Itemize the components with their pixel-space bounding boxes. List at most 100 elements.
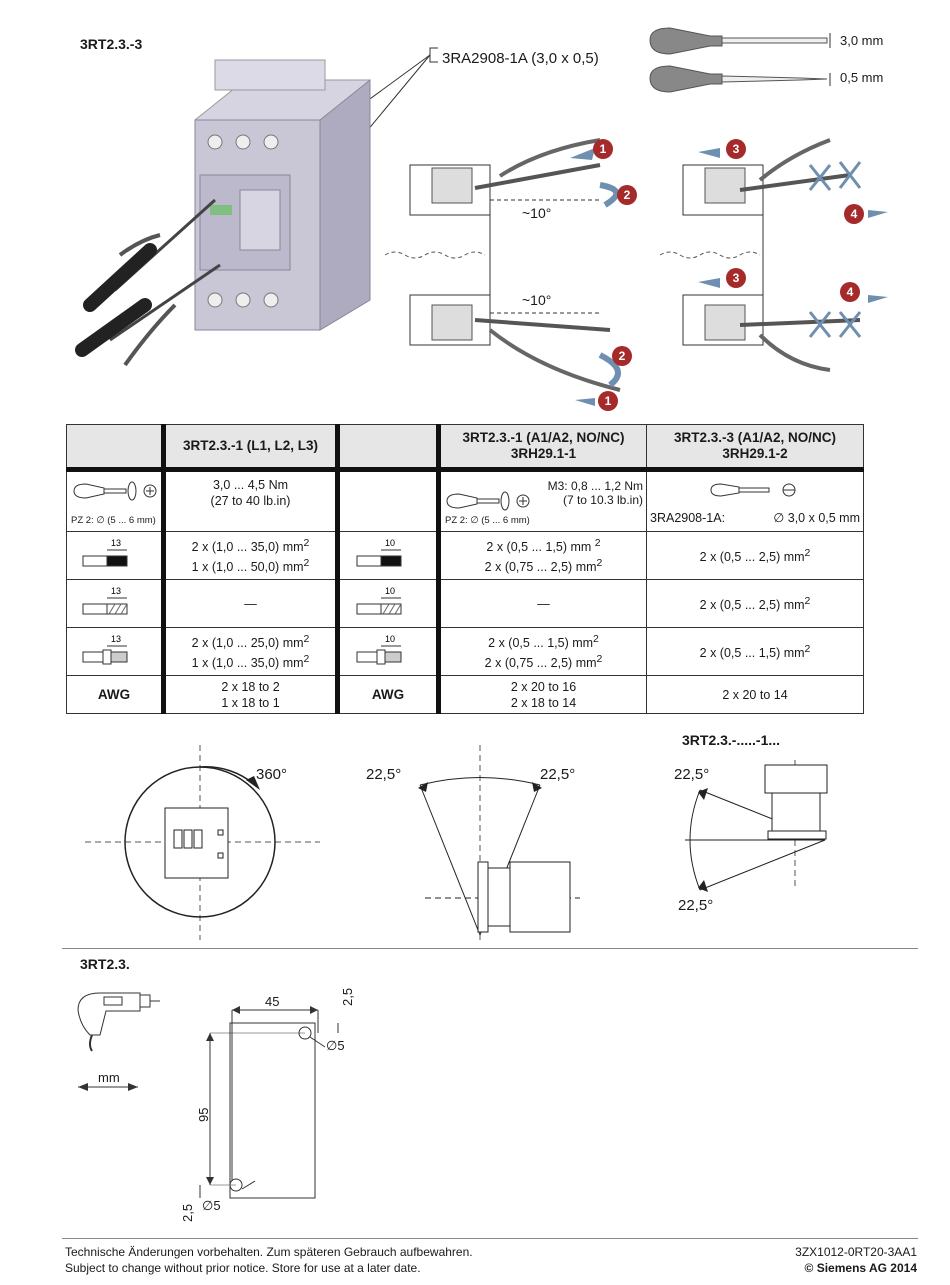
sup-mm2: 2: [303, 538, 310, 550]
table-row-awg: AWG 2 x 18 to 2 1 x 18 to 1 AWG 2 x 20 t…: [66, 675, 864, 714]
strip-length-aux-2: 10: [385, 586, 395, 596]
strip-length-main-1: 13: [111, 538, 121, 548]
finestrand-icon-aux: 10: [335, 579, 439, 628]
ferrule-wire-icon-aux: 10: [356, 634, 402, 664]
drilling-template: [199, 1006, 339, 1199]
solid-main: 2 x (1,0 ... 35,0) mm2 1 x (1,0 ... 50,0…: [161, 531, 338, 580]
tool-reference: 3RA2908-1A (3,0 x 0,5): [442, 50, 599, 67]
tilt-angle-top: ~10°: [522, 205, 552, 221]
finestrand-spring: 2 x (0,5 ... 2,5) mm2: [646, 579, 864, 628]
screwdriver-left-upper: [83, 198, 217, 312]
ferrule-spring-value: 2 x (0,5 ... 1,5) mm: [699, 646, 805, 661]
document-number: 3ZX1012-0RT20-3AA1: [795, 1245, 917, 1259]
finestrand-icon-main: 13: [66, 579, 164, 628]
solid-wire-icon-aux: 10: [356, 538, 402, 566]
awg-main-1: 2 x 18 to 2: [221, 679, 280, 694]
tilt-sideways-diagram: [418, 745, 580, 940]
ferrule-spring: 2 x (0,5 ... 1,5) mm2: [646, 627, 864, 676]
phillips-screwdriver-icon-aux: [446, 491, 530, 511]
hole-bottom-dimension: ∅5: [202, 1198, 221, 1213]
step-badge-4-top: 4: [844, 204, 864, 224]
awg-aux: 2 x 20 to 16 2 x 18 to 14: [436, 675, 647, 714]
terminal-detail-remove-bottom: [682, 294, 861, 372]
solid-main-2: 1 x (1,0 ... 50,0) mm: [191, 559, 304, 574]
model-title-top: 3RT2.3.-3: [80, 36, 143, 52]
torque-spring: 3RA2908-1A: ∅ 3,0 x 0,5 mm: [646, 469, 864, 532]
solid-aux-1: 2 x (0,5 ... 1,5) mm: [486, 540, 592, 555]
header-aux-spring-line1: 3RT2.3.-3 (A1/A2, NO/NC): [673, 430, 837, 445]
top-offset-dimension: 2,5: [340, 987, 355, 1006]
footer-right: 3ZX1012-0RT20-3AA1 © Siemens AG 2014: [795, 1244, 917, 1276]
torque-aux-lbin: (7 to 10.3 lb.in): [562, 492, 643, 507]
tilt-right-label: 22,5°: [540, 766, 576, 783]
solid-main-1: 2 x (1,0 ... 35,0) mm: [191, 540, 304, 555]
mounting-position-diagrams: [85, 745, 828, 940]
awg-label-aux: AWG: [335, 675, 439, 714]
torque-aux: M3: 0,8 ... 1,2 Nm (7 to 10.3 lb.in) PZ …: [436, 469, 647, 532]
motion-arrows: [570, 148, 888, 406]
blade-thickness-label: 0,5 mm: [840, 70, 884, 85]
spring-tool-ref: 3RA2908-1A:: [650, 510, 726, 525]
header-blank-1: [66, 424, 164, 472]
bottom-offset-dimension: 2,5: [180, 1203, 195, 1222]
step-badge-1-bottom: 1: [598, 391, 618, 411]
solid-wire-icon: 13: [82, 538, 128, 566]
awg-label-main: AWG: [66, 675, 164, 714]
awg-aux-1: 2 x 20 to 16: [510, 679, 577, 694]
torque-main-lbin: (27 to 40 lb.in): [210, 493, 291, 508]
solid-conductor-icon-main: 13: [66, 531, 164, 580]
sup-mm2: 2: [596, 557, 603, 569]
ferrule-main-2: 1 x (1,0 ... 35,0) mm: [191, 655, 304, 670]
ferrule-main: 2 x (1,0 ... 25,0) mm2 1 x (1,0 ... 35,0…: [161, 627, 338, 676]
model-title-drilling: 3RT2.3.: [80, 956, 130, 972]
strip-length-aux-3: 10: [385, 634, 395, 644]
sup-mm2: 2: [303, 653, 310, 665]
terminal-detail-insert-top: [409, 138, 601, 216]
strip-length-main-3: 13: [111, 634, 121, 644]
torque-main: 3,0 ... 4,5 Nm (27 to 40 lb.in): [161, 469, 338, 532]
tilt-up-label: 22,5°: [674, 766, 710, 783]
ferrule-aux: 2 x (0,5 ... 1,5) mm2 2 x (0,75 ... 2,5)…: [436, 627, 647, 676]
table-row-ferrule: 13 2 x (1,0 ... 25,0) mm2 1 x (1,0 ... 3…: [66, 627, 864, 676]
torque-blank: [335, 469, 439, 532]
screwdriver-blade-thickness-icon: [649, 65, 831, 93]
ferrule-main-1: 2 x (1,0 ... 25,0) mm: [191, 636, 304, 651]
finestrand-main: —: [161, 579, 338, 628]
ferrule-icon-aux: 10: [335, 627, 439, 676]
section-divider: [62, 948, 918, 949]
finestrand-aux: —: [436, 579, 647, 628]
torque-main-nm: 3,0 ... 4,5 Nm: [212, 477, 289, 492]
stranded-wire-icon: 13: [82, 586, 128, 614]
strip-length-main-2: 13: [111, 586, 121, 596]
table-row-solid: 13 2 x (1,0 ... 35,0) mm2 1 x (1,0 ... 5…: [66, 531, 864, 580]
header-aux-screw: 3RT2.3.-1 (A1/A2, NO/NC) 3RH29.1-1: [436, 424, 647, 472]
sup-mm2: 2: [804, 547, 811, 559]
header-aux-screw-line1: 3RT2.3.-1 (A1/A2, NO/NC): [462, 430, 625, 445]
tilt-angle-bottom: ~10°: [522, 292, 552, 308]
rotation-label: 360°: [256, 766, 288, 783]
footer-notice-de: Technische Änderungen vorbehalten. Zum s…: [65, 1245, 473, 1259]
step-badge-1-top: 1: [593, 139, 613, 159]
footer-notice: Technische Änderungen vorbehalten. Zum s…: [65, 1244, 473, 1276]
spring-tool-dim: ∅ 3,0 x 0,5 mm: [773, 510, 860, 525]
footer-notice-en: Subject to change without prior notice. …: [65, 1261, 421, 1275]
solid-spring: 2 x (0,5 ... 2,5) mm2: [646, 531, 864, 580]
step-badge-2-bottom: 2: [612, 346, 632, 366]
solid-aux: 2 x (0,5 ... 1,5) mm 2 2 x (0,75 ... 2,5…: [436, 531, 647, 580]
solid-spring-value: 2 x (0,5 ... 2,5) mm: [699, 550, 805, 565]
torque-tool-icon-main-cell: PZ 2: ∅ (5 ... 6 mm): [66, 469, 164, 532]
connection-spec-table: 3RT2.3.-1 (L1, L2, L3) 3RT2.3.-1 (A1/A2,…: [66, 424, 864, 714]
solid-conductor-icon-aux: 10: [335, 531, 439, 580]
finestrand-spring-value: 2 x (0,5 ... 2,5) mm: [699, 598, 805, 613]
pz-size-aux: PZ 2: ∅ (5 ... 6 mm): [445, 515, 530, 526]
step-badge-4-bottom: 4: [840, 282, 860, 302]
header-aux-spring: 3RT2.3.-3 (A1/A2, NO/NC) 3RH29.1-2: [646, 424, 864, 472]
copyright: © Siemens AG 2014: [804, 1261, 917, 1275]
contactor-image: [194, 59, 371, 331]
sup-mm2: 2: [303, 634, 310, 646]
terminal-detail-remove-top: [682, 138, 851, 216]
awg-spring: 2 x 20 to 14: [646, 675, 864, 714]
ferrule-wire-icon: 13: [82, 634, 128, 664]
phillips-screwdriver-icon: [73, 481, 157, 500]
tilt-forward-diagram: [685, 760, 828, 892]
